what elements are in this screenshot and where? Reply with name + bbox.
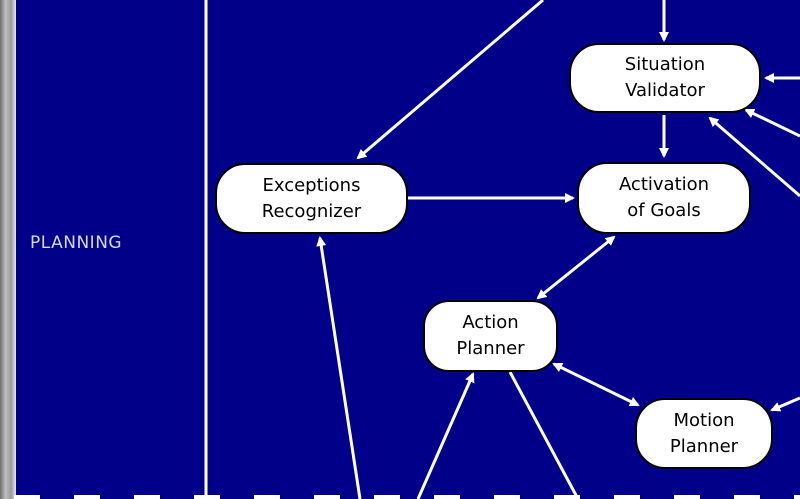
node-situation-validator: Situation Validator — [569, 43, 761, 113]
edge-action-planner-to-bottom — [508, 371, 580, 499]
node-exceptions-recognizer: Exceptions Recognizer — [215, 163, 408, 234]
node-motion-planner: Motion Planner — [635, 398, 773, 469]
edge-top-to-exceptions-recognizer — [356, 0, 544, 160]
node-activation-of-goals: Activation of Goals — [577, 162, 751, 234]
edge-bottom-to-exceptions-recognizer — [316, 236, 362, 499]
screen-bezel — [0, 0, 16, 499]
edge-right-to-situation-validator-b — [744, 108, 800, 138]
edge-bottom-to-action-planner — [416, 372, 475, 499]
edge-action-motion-bidirectional — [552, 362, 640, 407]
node-action-planner: Action Planner — [423, 300, 558, 372]
lane-label-planning: PLANNING — [30, 233, 123, 253]
edge-right-to-motion-planner — [770, 396, 800, 412]
edge-activation-action-bidirectional — [536, 235, 616, 300]
edge-right-to-situation-validator-c — [708, 116, 800, 198]
